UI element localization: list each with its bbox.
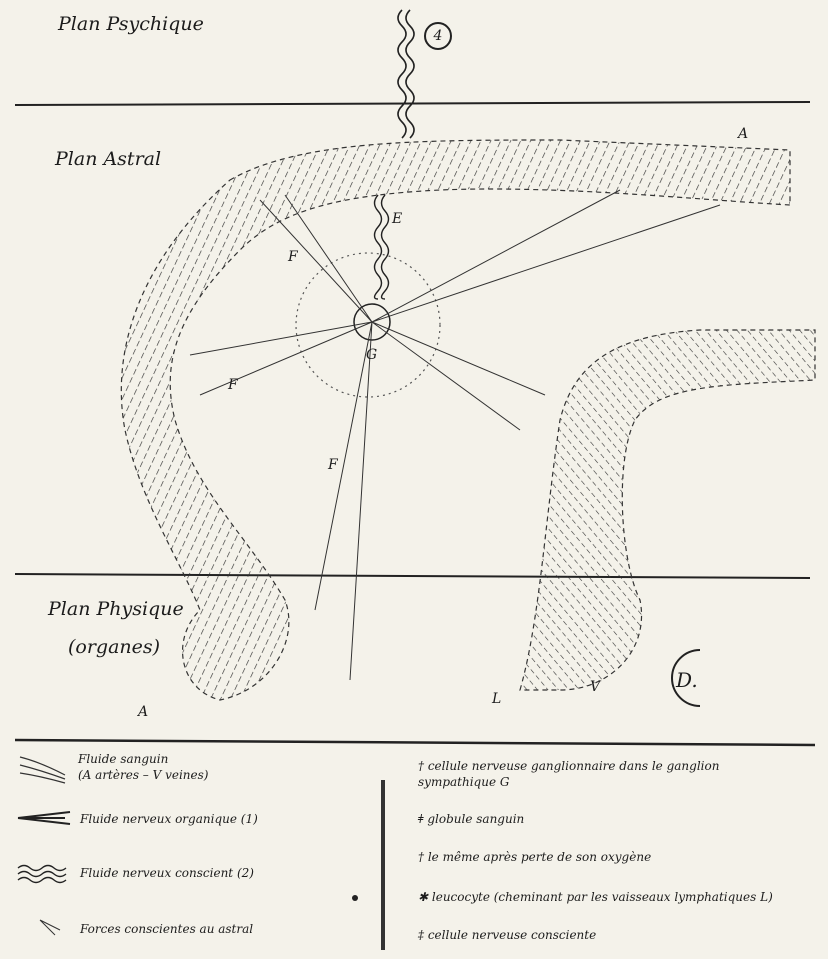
- plane-physique-label: Plan Physique: [48, 600, 184, 619]
- marker-A-bottom: A: [138, 705, 148, 719]
- conscious-nerve-fluid-E: [375, 195, 389, 299]
- marker-F-upper: F: [288, 250, 298, 264]
- conscious-nerve-fluid-top: [398, 10, 414, 138]
- legend-conscious-forces-label: Forces conscientes au astral: [80, 922, 253, 936]
- plane-physique-sub-label: (organes): [68, 638, 160, 657]
- deoxygenated-globule-icon: †: [418, 850, 424, 864]
- legend-leucocyte-text: leucocyte (cheminant par les vaisseaux l…: [432, 890, 773, 904]
- legend-blood-globule-text: globule sanguin: [427, 812, 524, 826]
- conscious-nerve-fluid-swatch-icon: [18, 866, 66, 883]
- legend-blood-globule-label: ǂ globule sanguin: [418, 812, 524, 826]
- marker-V: V: [590, 680, 600, 694]
- legend-blood-fluid-text: Fluide sanguin (A artères – V veines): [78, 752, 208, 783]
- legend-ganglion-cell-label: † cellule nerveuse ganglionnaire dans le…: [418, 758, 798, 790]
- legend-ganglion-cell-text: cellule nerveuse ganglionnaire dans le g…: [418, 759, 719, 789]
- legend-separator-line: [15, 740, 815, 745]
- marker-G: G: [366, 348, 377, 362]
- leucocyte-icon: ✱: [418, 890, 428, 904]
- legend-dot: [352, 895, 358, 901]
- legend-conscious-cell-text: cellule nerveuse consciente: [428, 928, 596, 942]
- marker-L: L: [492, 692, 501, 706]
- blood-globule-icon: ǂ: [418, 812, 424, 826]
- organic-nerve-fluid-swatch-icon: [18, 812, 70, 824]
- conscious-nerve-cell-icon: ‡: [418, 928, 424, 942]
- physical-plane-line: [15, 574, 810, 578]
- blood-vessel-V: [520, 330, 815, 690]
- marker-E: E: [392, 212, 402, 226]
- conscious-forces-cone-icon: [40, 920, 60, 935]
- marker-A-top: A: [738, 127, 748, 141]
- blood-fluid-swatch-icon: [20, 757, 65, 783]
- ganglion-cell-icon: †: [418, 759, 424, 773]
- marker-D: D.: [676, 670, 698, 690]
- legend-organic-nerve-label: Fluide nerveux organique (1): [80, 812, 258, 826]
- legend-conscious-cell-label: ‡ cellule nerveuse consciente: [418, 928, 596, 942]
- plane-psychique-label: Plan Psychique: [58, 15, 204, 34]
- legend-leucocyte-label: ✱ leucocyte (cheminant par les vaisseaux…: [418, 890, 773, 904]
- legend-blood-fluid-label: Fluide sanguin (A artères – V veines): [78, 752, 208, 783]
- marker-F-left: F: [228, 378, 238, 392]
- marker-F-lower: F: [328, 458, 338, 472]
- legend-deoxygenated-text: le même après perte de son oxygène: [428, 850, 651, 864]
- legend-conscious-nerve-label: Fluide nerveux conscient (2): [80, 866, 254, 880]
- legend-deoxygenated-label: † le même après perte de son oxygène: [418, 850, 651, 864]
- blood-vessel-arch-A: [121, 140, 790, 700]
- plane-astral-label: Plan Astral: [55, 150, 161, 169]
- marker-circle-4: 4: [424, 22, 452, 50]
